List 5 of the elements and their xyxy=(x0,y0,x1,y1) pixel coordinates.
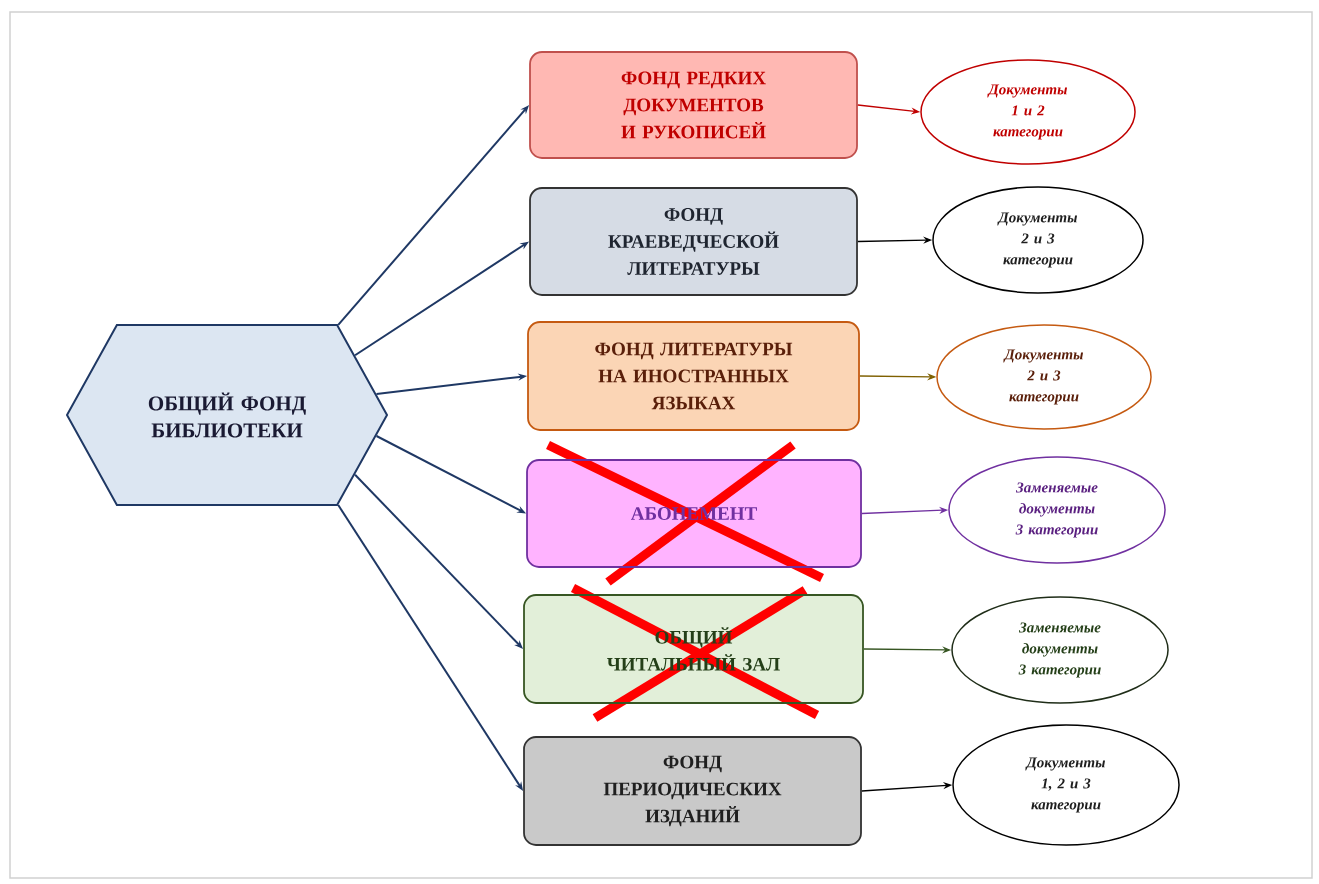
hexagon-node: ОБЩИЙ ФОНД БИБЛИОТЕКИ xyxy=(65,324,389,506)
process-box: ФОНД ЛИТЕРАТУРЫ НА ИНОСТРАННЫХ ЯЗЫКАХ xyxy=(527,321,860,431)
process-box: ФОНД ПЕРИОДИЧЕСКИХ ИЗДАНИЙ xyxy=(523,736,862,846)
process-box: ФОНД РЕДКИХ ДОКУМЕНТОВ И РУКОПИСЕЙ xyxy=(529,51,858,159)
process-box: ФОНД КРАЕВЕДЧЕСКОЙ ЛИТЕРАТУРЫ xyxy=(529,187,858,296)
